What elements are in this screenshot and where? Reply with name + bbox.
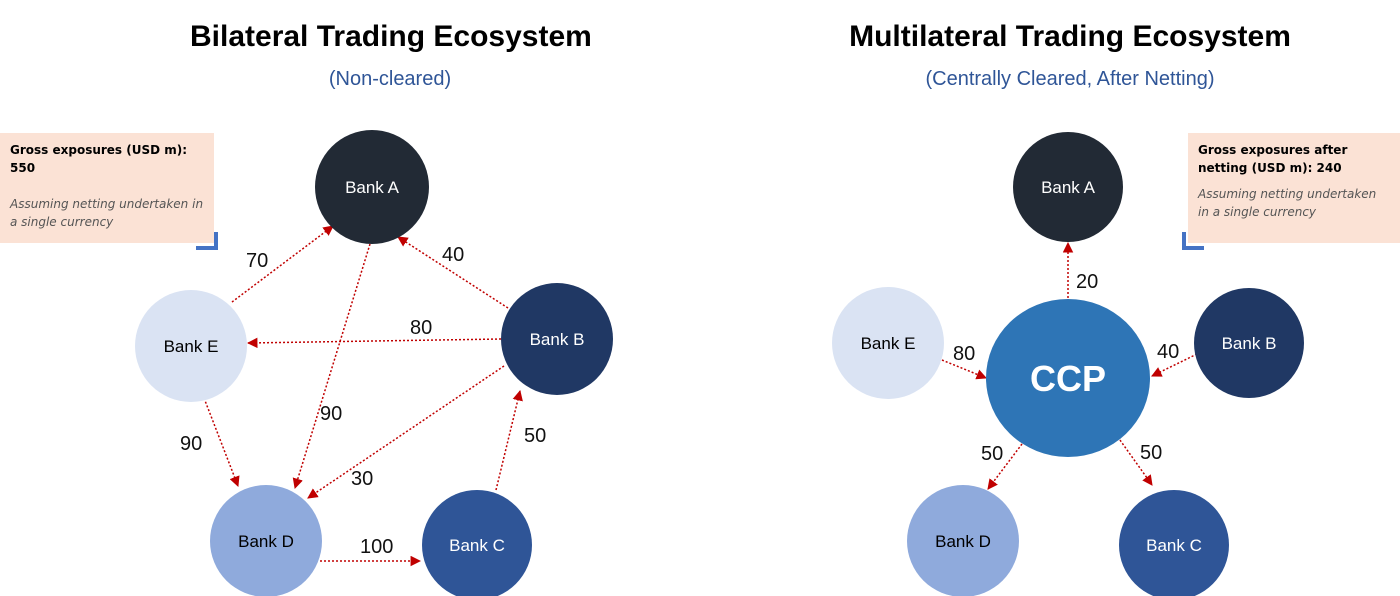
ccp-circle xyxy=(986,299,1150,457)
note-body: Assuming netting undertaken in a single … xyxy=(1198,187,1377,219)
bank-e-node-right: Bank E xyxy=(832,287,944,399)
multilateral-title: Multilateral Trading Ecosystem xyxy=(849,20,1291,53)
bank-a-label: Bank A xyxy=(345,178,400,197)
bank-d-circle xyxy=(907,485,1019,596)
bank-a-label: Bank A xyxy=(1041,178,1096,197)
edge-label-b-e: 80 xyxy=(410,317,432,339)
note-title: Gross exposures (USD m): 550 xyxy=(10,143,188,175)
note-body: Assuming netting undertaken in a single … xyxy=(10,197,204,229)
edge-e-to-d xyxy=(203,397,240,487)
bank-b-label: Bank B xyxy=(530,330,585,349)
note-tab-left xyxy=(196,232,218,250)
bank-c-label: Bank C xyxy=(1146,536,1202,555)
edge-a-to-d xyxy=(292,243,371,490)
bank-d-label: Bank D xyxy=(935,532,991,551)
bank-c-node: Bank C xyxy=(422,490,532,596)
bilateral-edges xyxy=(203,225,523,567)
edge-b-to-d xyxy=(307,365,505,499)
edge-b-to-a xyxy=(397,236,509,309)
edge-label-d-c: 100 xyxy=(360,536,393,558)
bank-e-label: Bank E xyxy=(861,334,916,353)
bank-c-circle xyxy=(1119,490,1229,596)
bank-b-node-right: Bank B xyxy=(1194,288,1304,398)
bilateral-exposure-note: Gross exposures (USD m): 550 Assuming ne… xyxy=(0,133,214,243)
bank-b-label: Bank B xyxy=(1222,334,1277,353)
note-tab-right xyxy=(1182,232,1204,250)
note-title: Gross exposures after netting (USD m): 2… xyxy=(1198,143,1348,175)
bank-e-label: Bank E xyxy=(164,337,219,356)
edge-label-ccp-c: 50 xyxy=(1140,442,1162,464)
edge-label-b-ccp: 40 xyxy=(1157,341,1179,363)
bank-e-node: Bank E xyxy=(135,290,247,402)
bank-d-node-right: Bank D xyxy=(907,485,1019,596)
edge-ccp-to-d xyxy=(987,443,1023,490)
edge-label-e-d: 90 xyxy=(180,433,202,455)
edge-e-to-a xyxy=(231,225,334,303)
bank-c-label: Bank C xyxy=(449,536,505,555)
bank-a-node: Bank A xyxy=(315,130,429,244)
bank-d-node: Bank D xyxy=(210,485,322,596)
bank-a-node-right: Bank A xyxy=(1013,132,1123,242)
bank-e-circle xyxy=(832,287,944,399)
ccp-label: CCP xyxy=(1030,358,1106,399)
edge-label-ccp-a: 20 xyxy=(1076,271,1098,293)
edge-label-c-b: 50 xyxy=(524,425,546,447)
edge-label-b-a: 40 xyxy=(442,244,464,266)
edge-label-e-ccp: 80 xyxy=(953,343,975,365)
bilateral-subtitle: (Non-cleared) xyxy=(328,68,452,90)
edge-label-ccp-d: 50 xyxy=(981,443,1003,465)
edge-b-to-e xyxy=(246,337,502,349)
bank-a-circle xyxy=(315,130,429,244)
multilateral-subtitle: (Centrally Cleared, After Netting) xyxy=(925,68,1215,90)
bank-b-circle xyxy=(1194,288,1304,398)
bilateral-title: Bilateral Trading Ecosystem xyxy=(190,20,592,53)
bank-b-node: Bank B xyxy=(501,283,613,395)
edge-label-b-d: 30 xyxy=(351,468,373,490)
bank-d-label: Bank D xyxy=(238,532,294,551)
multilateral-exposure-note: Gross exposures after netting (USD m): 2… xyxy=(1188,133,1400,243)
edge-label-a-d: 90 xyxy=(320,403,342,425)
bank-d-circle xyxy=(210,485,322,596)
bank-c-circle xyxy=(422,490,532,596)
edge-ccp-to-c xyxy=(1119,439,1153,486)
bank-a-circle xyxy=(1013,132,1123,242)
bank-e-circle xyxy=(135,290,247,402)
edge-b-to-ccp xyxy=(1151,353,1198,377)
edge-c-to-b xyxy=(495,389,523,491)
bank-c-node-right: Bank C xyxy=(1119,490,1229,596)
ccp-node: CCP xyxy=(986,299,1150,457)
bank-b-circle xyxy=(501,283,613,395)
edge-label-e-a: 70 xyxy=(246,250,268,272)
multilateral-edges xyxy=(941,241,1198,490)
